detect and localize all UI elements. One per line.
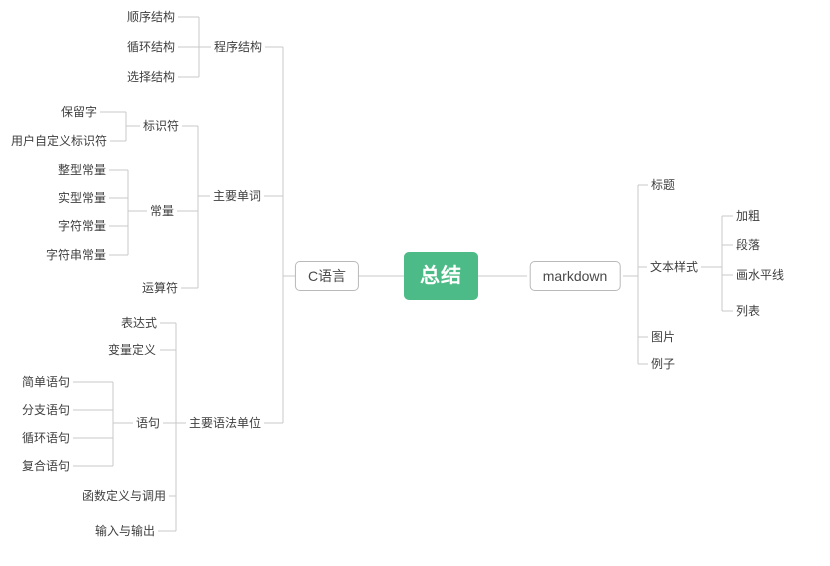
connector-syntax-unit: [158, 322, 186, 532]
topic-image[interactable]: 图片: [650, 330, 676, 344]
topic-title[interactable]: 标题: [650, 178, 676, 192]
topic-bold[interactable]: 加粗: [735, 209, 761, 223]
topic-real-constant[interactable]: 实型常量: [57, 191, 107, 205]
connector-c-branch: [264, 46, 299, 424]
topic-list[interactable]: 列表: [735, 304, 761, 318]
topic-program-structure[interactable]: 程序结构: [213, 40, 263, 54]
topic-c-language[interactable]: C语言: [294, 261, 360, 291]
topic-main-words[interactable]: 主要单词: [212, 189, 262, 203]
topic-sequence-structure[interactable]: 顺序结构: [126, 10, 176, 24]
topic-loop-statement[interactable]: 循环语句: [21, 431, 71, 445]
connector-text-style: [701, 215, 733, 312]
topic-function-def-and-call[interactable]: 函数定义与调用: [81, 489, 167, 503]
topic-text-style[interactable]: 文本样式: [649, 260, 699, 274]
topic-compound-statement[interactable]: 复合语句: [21, 459, 71, 473]
topic-input-output[interactable]: 输入与输出: [94, 524, 156, 538]
connector-identifier: [100, 111, 140, 142]
topic-paragraph[interactable]: 段落: [735, 238, 761, 252]
connector-program-structure: [178, 16, 211, 78]
topic-operator[interactable]: 运算符: [141, 281, 179, 295]
connector-main-words: [177, 125, 210, 289]
topic-variable-definition[interactable]: 变量定义: [107, 343, 157, 357]
topic-horizontal-line[interactable]: 画水平线: [735, 268, 785, 282]
topic-string-constant[interactable]: 字符串常量: [45, 248, 107, 262]
topic-main-syntax-unit[interactable]: 主要语法单位: [188, 416, 262, 430]
topic-selection-structure[interactable]: 选择结构: [126, 70, 176, 84]
topic-loop-structure[interactable]: 循环结构: [126, 40, 176, 54]
topic-integer-constant[interactable]: 整型常量: [57, 163, 107, 177]
connector-markdown-branch: [623, 184, 648, 365]
connector-constant: [109, 169, 147, 256]
connector-statement: [73, 381, 133, 467]
topic-expression[interactable]: 表达式: [120, 316, 158, 330]
topic-branch-statement[interactable]: 分支语句: [21, 403, 71, 417]
topic-statement[interactable]: 语句: [135, 416, 161, 430]
topic-markdown[interactable]: markdown: [529, 261, 621, 291]
topic-char-constant[interactable]: 字符常量: [57, 219, 107, 233]
topic-summary-root[interactable]: 总结: [404, 252, 478, 300]
topic-reserved-word[interactable]: 保留字: [60, 105, 98, 119]
topic-user-defined-identifier[interactable]: 用户自定义标识符: [10, 134, 108, 148]
topic-identifier[interactable]: 标识符: [142, 119, 180, 133]
topic-simple-statement[interactable]: 简单语句: [21, 375, 71, 389]
topic-constant[interactable]: 常量: [149, 204, 175, 218]
topic-example[interactable]: 例子: [650, 357, 676, 371]
